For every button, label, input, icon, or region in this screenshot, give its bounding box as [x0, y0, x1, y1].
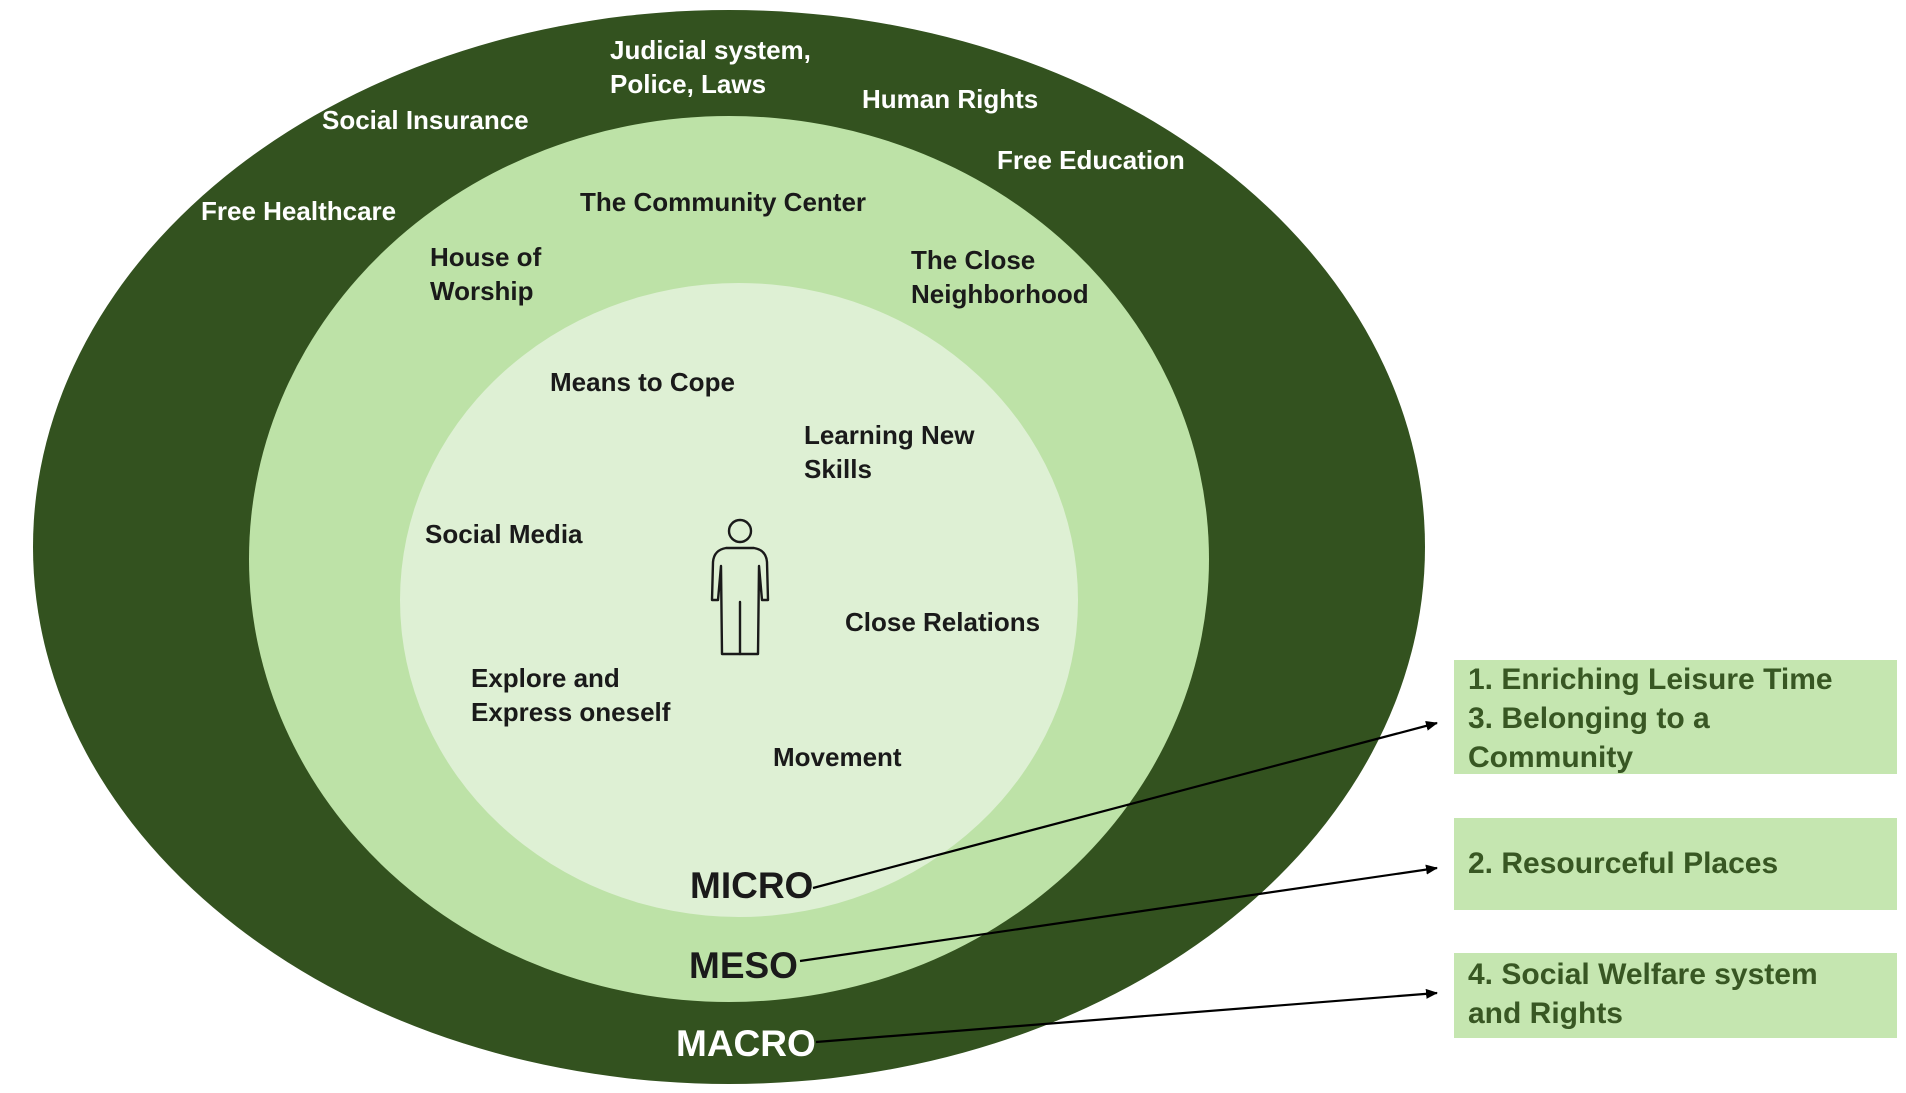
person-icon — [710, 518, 770, 656]
outcome-box-leisure-community: 1. Enriching Leisure Time 3. Belonging t… — [1454, 660, 1897, 774]
outcome-box-resourceful-places: 2. Resourceful Places — [1454, 818, 1897, 910]
macro-label-judicial-system: Judicial system, Police, Laws — [610, 35, 811, 99]
outcome-box-line: 3. Belonging to a — [1468, 702, 1710, 735]
level-label-meso: MESO — [689, 945, 798, 986]
level-label-macro: MACRO — [676, 1023, 816, 1064]
outcome-box-line: Community — [1468, 741, 1633, 774]
outcome-box-line: 2. Resourceful Places — [1468, 847, 1779, 880]
outcome-box-line: 4. Social Welfare system — [1468, 958, 1818, 991]
level-label-micro: MICRO — [690, 865, 814, 906]
meso-label-close-neighborhood: The Close Neighborhood — [911, 245, 1089, 309]
micro-label-means-to-cope: Means to Cope — [550, 367, 735, 397]
micro-arrow — [812, 720, 1438, 890]
micro-label-learning-new-skills: Learning New Skills — [804, 420, 975, 484]
macro-label-free-education: Free Education — [997, 145, 1185, 175]
micro-label-movement: Movement — [773, 742, 902, 772]
outcome-box-line: 1. Enriching Leisure Time — [1468, 663, 1833, 696]
macro-label-free-healthcare: Free Healthcare — [201, 196, 397, 226]
macro-label-human-rights: Human Rights — [862, 84, 1039, 114]
meso-label-house-of-worship: House of Worship — [430, 242, 542, 306]
micro-label-explore-express: Explore and Express oneself — [471, 663, 671, 727]
meso-label-community-center: The Community Center — [580, 187, 867, 217]
outcome-box-social-welfare: 4. Social Welfare system and Rights — [1454, 953, 1897, 1038]
micro-label-close-relations: Close Relations — [845, 607, 1041, 637]
outcome-box-line: and Rights — [1468, 997, 1623, 1030]
micro-ellipse — [400, 283, 1078, 917]
macro-arrow — [815, 988, 1438, 1044]
meso-arrow — [799, 864, 1438, 963]
micro-label-social-media: Social Media — [425, 519, 583, 549]
connector-arrows — [799, 720, 1438, 1044]
macro-label-social-insurance: Social Insurance — [322, 105, 529, 135]
